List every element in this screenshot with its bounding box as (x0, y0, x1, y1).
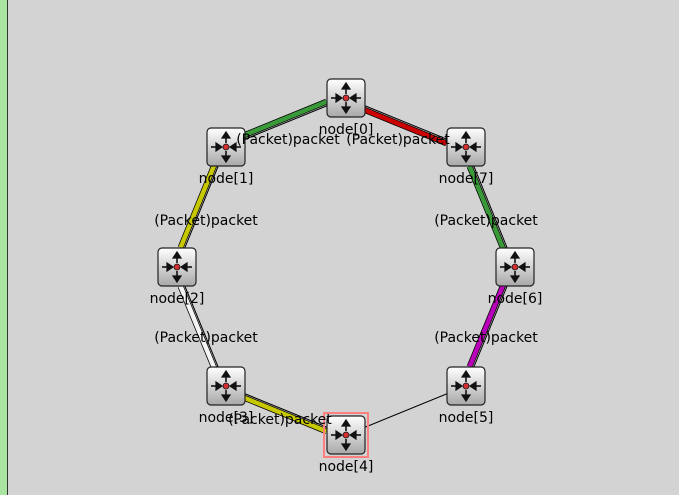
packet-label: (Packet)packet (434, 330, 538, 346)
node-4[interactable] (323, 412, 369, 458)
node-0[interactable] (326, 78, 366, 118)
link-node-7-node-6 (465, 146, 516, 268)
node-label: node[6] (488, 291, 543, 307)
packet-label: (Packet)packet (236, 132, 340, 148)
node-7[interactable] (446, 127, 486, 167)
link-node-6-node-5 (465, 266, 516, 387)
packet-bar (241, 99, 328, 139)
link-node-3-node-4 (225, 385, 347, 436)
packet-label: (Packet)packet (228, 412, 332, 428)
node-1[interactable] (206, 127, 246, 167)
router-icon (446, 366, 486, 406)
link-node-1-node-2 (176, 146, 227, 268)
connection-line (176, 146, 227, 268)
router-icon (326, 415, 366, 455)
node-label: node[1] (199, 171, 254, 187)
router-icon (446, 127, 486, 167)
router-icon (206, 127, 246, 167)
node-label: node[3] (199, 410, 254, 426)
connection-line (225, 97, 347, 148)
packet-bar (467, 165, 507, 252)
connection-line (345, 97, 467, 148)
node-6[interactable] (495, 247, 535, 287)
connection-line (176, 266, 227, 387)
left-panel-edge (0, 0, 8, 495)
router-icon (157, 247, 197, 287)
router-icon (326, 78, 366, 118)
node-label: node[4] (319, 459, 374, 475)
link-node-4-node-5 (345, 385, 467, 436)
link-node-0-node-1 (225, 97, 347, 148)
packet-bar (467, 282, 507, 368)
packet-label: (Packet)packet (346, 132, 450, 148)
packet-bar (178, 285, 218, 371)
node-label: node[5] (439, 410, 494, 426)
node-label: node[2] (150, 291, 205, 307)
node-3[interactable] (206, 366, 246, 406)
connection-line (465, 266, 516, 387)
packet-bar (241, 394, 328, 434)
node-label: node[7] (439, 171, 494, 187)
packet-label: (Packet)packet (154, 330, 258, 346)
selection-highlight (323, 412, 369, 458)
router-icon (495, 247, 535, 287)
node-5[interactable] (446, 366, 486, 406)
packet-label: (Packet)packet (434, 213, 538, 229)
connection-line (465, 146, 516, 268)
packet-label: (Packet)packet (154, 213, 258, 229)
packet-bar (178, 162, 218, 249)
node-2[interactable] (157, 247, 197, 287)
link-node-0-node-7 (345, 97, 467, 148)
packet-bar (361, 106, 448, 146)
connection-line (345, 385, 467, 436)
router-icon (206, 366, 246, 406)
node-label: node[0] (319, 122, 374, 138)
link-node-2-node-3 (176, 266, 227, 387)
connection-line (225, 385, 347, 436)
